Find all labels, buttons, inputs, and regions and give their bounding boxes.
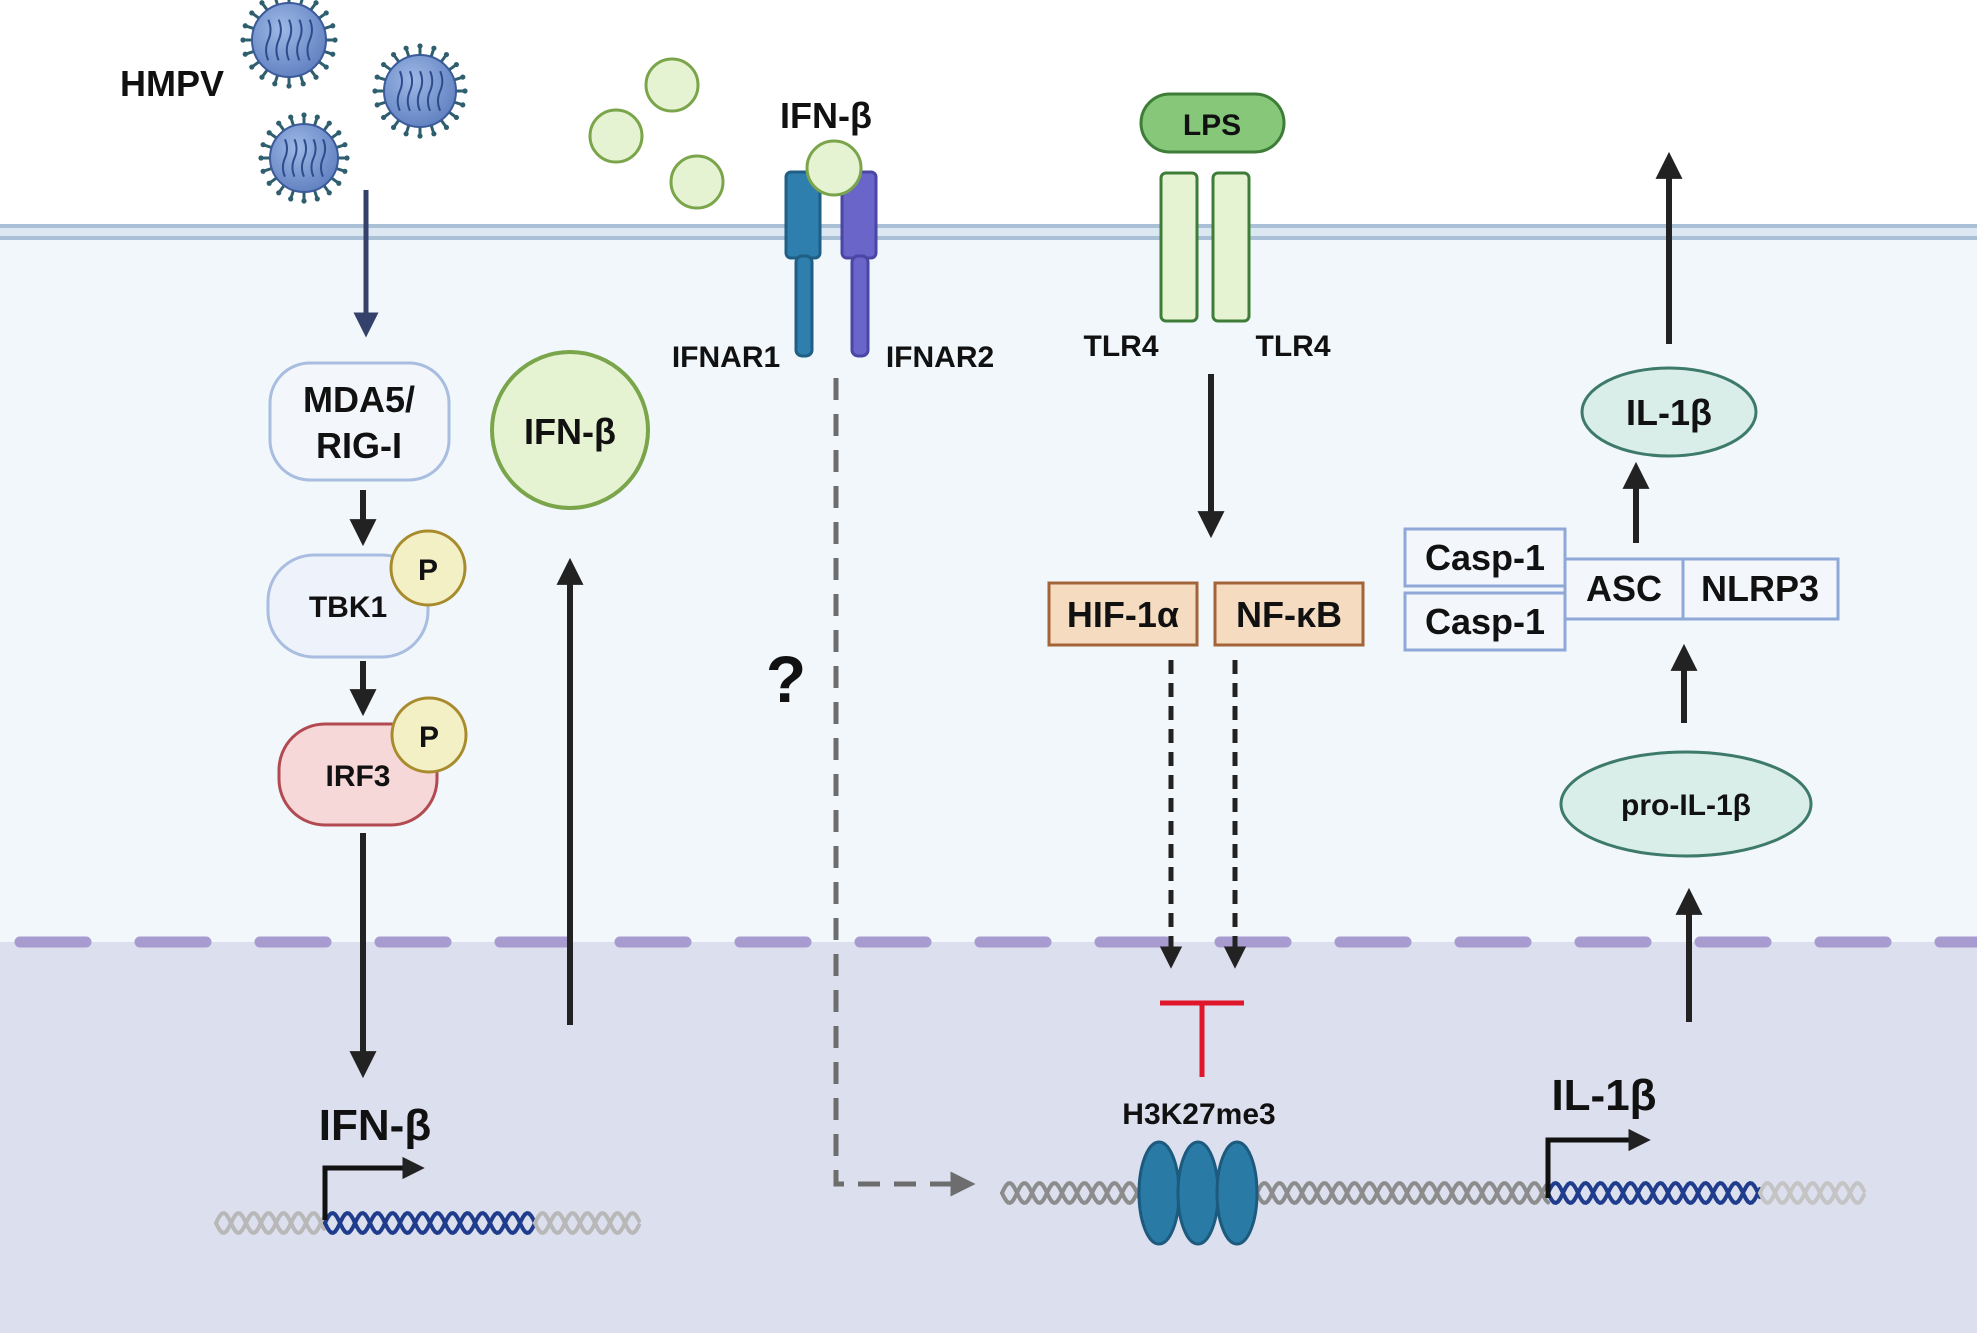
tbk1-phospho-badge <box>389 529 467 607</box>
il1b-gene-dna <box>1546 1180 1762 1206</box>
tlr4-left-receptor <box>1159 171 1199 323</box>
uncertain-pathway-arrow <box>833 378 976 1197</box>
casp1-bottom-box <box>1403 591 1567 652</box>
casp1-top-label: Casp-1 <box>1425 537 1545 578</box>
histone <box>1215 1140 1259 1246</box>
ifn-extracellular-label: IFN-β <box>780 95 872 136</box>
inhibition-symbol <box>1160 1000 1244 1077</box>
hmpv-label: HMPV <box>120 63 224 104</box>
nf-kb-box <box>1213 581 1365 647</box>
lps-label: LPS <box>1183 109 1241 142</box>
dna-strand-flank <box>214 1210 326 1236</box>
virus-particle <box>258 112 350 204</box>
nucleosome <box>1137 1140 1259 1246</box>
cytosolic-ifn-node <box>490 350 650 510</box>
tbk1-phospho-label: P <box>418 554 438 587</box>
nucleus <box>0 942 1977 1333</box>
ifnar-receptor <box>784 139 878 358</box>
histone <box>1176 1140 1220 1246</box>
ifn-particle <box>669 154 725 210</box>
hif-1a-label: HIF-1α <box>1067 594 1179 635</box>
rig-i-label: RIG-I <box>316 425 402 466</box>
ifn-gene-label: IFN-β <box>319 1101 431 1150</box>
il1b-label: IL-1β <box>1626 392 1712 433</box>
nf-kb-label: NF-κB <box>1236 594 1342 635</box>
dna-strand-chromatin <box>1000 1180 1550 1206</box>
casp1-top-box <box>1403 527 1567 588</box>
histone <box>1137 1140 1181 1246</box>
pro-il1b-label: pro-IL-1β <box>1621 789 1751 822</box>
dna-strand-flank <box>533 1210 641 1236</box>
irf3-label: IRF3 <box>325 760 390 793</box>
tlr4-left-label: TLR4 <box>1084 330 1159 363</box>
casp1-bottom-label: Casp-1 <box>1425 601 1545 642</box>
tlr4-right-label: TLR4 <box>1256 330 1331 363</box>
il1b-gene-label: IL-1β <box>1551 1071 1656 1120</box>
mda5-rig-i-node <box>268 361 451 482</box>
ifn-particles <box>588 57 725 210</box>
ifn-tss-arrow <box>322 1156 425 1220</box>
ifn-particle <box>644 57 700 113</box>
hif-1a-box <box>1047 581 1199 647</box>
dna-layer <box>214 1180 1866 1236</box>
il1b-node <box>1580 366 1758 458</box>
question-mark: ? <box>766 642 806 716</box>
ifnar2-tail <box>850 254 870 358</box>
ifnar1-label: IFNAR1 <box>672 341 780 374</box>
dna-strand-flank <box>1758 1180 1866 1206</box>
hmpv-virus-group <box>240 0 468 204</box>
nlrp3-box <box>1681 557 1840 621</box>
h3k27me3-label: H3K27me3 <box>1122 1098 1275 1131</box>
tbk1-label: TBK1 <box>309 591 387 624</box>
ifnar1-tail <box>794 254 814 358</box>
inflammasome-complex <box>1403 527 1840 652</box>
mda5-label: MDA5/ <box>303 379 415 420</box>
ifn-particle <box>588 108 644 164</box>
virus-particle <box>240 0 338 89</box>
il1b-tss-arrow <box>1545 1128 1651 1198</box>
irf3-phospho-badge <box>390 696 468 774</box>
irf3-phospho-label: P <box>419 721 439 754</box>
ifnar2-label: IFNAR2 <box>886 341 994 374</box>
virus-particle <box>372 43 468 139</box>
cytosolic-ifn-label: IFN-β <box>524 411 616 452</box>
lps-box <box>1139 92 1286 154</box>
ifn-gene-dna <box>323 1210 537 1236</box>
ifn-bound-ligand <box>805 139 863 197</box>
pro-il1b-node <box>1559 750 1813 858</box>
plasma-membrane <box>0 224 1977 240</box>
nlrp3-label: NLRP3 <box>1701 568 1819 609</box>
asc-label: ASC <box>1586 568 1662 609</box>
tlr4-right-receptor <box>1211 171 1251 323</box>
